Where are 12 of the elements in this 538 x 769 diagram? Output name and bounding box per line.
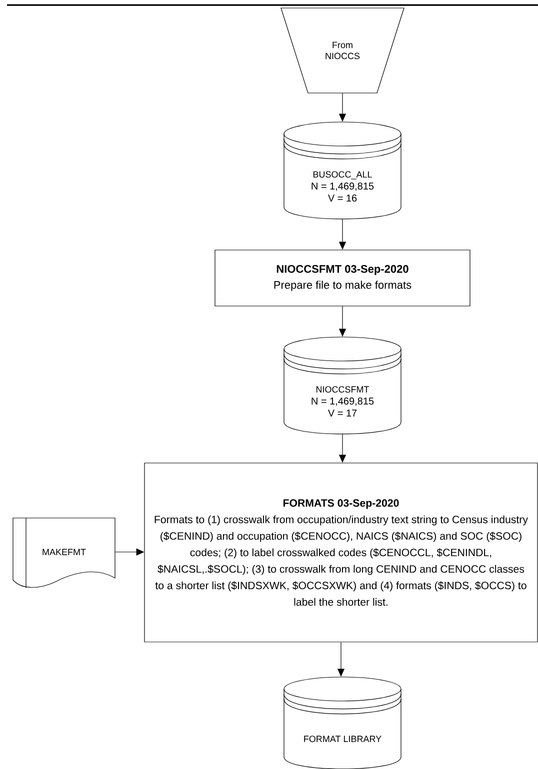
node-label: V = 16 xyxy=(328,194,357,202)
node-label: N = 1,469,815 xyxy=(312,398,374,406)
node-label: V = 17 xyxy=(328,410,357,417)
node-label: N = 1,469,815 xyxy=(312,182,374,191)
database-cylinder: NIOCCSFMT N = 1,469,815 V = 17 xyxy=(284,336,402,434)
database-cylinder: FORMAT LIBRARY xyxy=(284,676,402,769)
database-cylinder: BUSOCC_ALL N = 1,469,815 V = 16 xyxy=(284,122,402,220)
node-label: FORMAT LIBRARY xyxy=(304,736,382,742)
node-label: BUSOCC_ALL xyxy=(313,171,372,180)
node-label: NIOCCSFMT xyxy=(316,386,370,393)
process-box: FORMATS 03-Sep-2020 Formats to (1) crosswalk from occupation/industry text string to Census industry ($CENIND) and occupation ($CENOCC), NAICS ($NAICS) and SOC ($SOC) codes; (2) to label crosswalked codes ($CENOCCL, $CENINDL, $NAICSL,.$SOCL); (3) to crosswalk from long CENIND and CENOCC classes to a shorter list ($INDSXWK, $OCCSXWK) and (4) formats ($INDS, $OCCS) to label the shorter list. xyxy=(144,462,538,642)
process-box: NIOCCSFMT 03-Sep-2020 Prepare file to make formats xyxy=(214,250,470,306)
